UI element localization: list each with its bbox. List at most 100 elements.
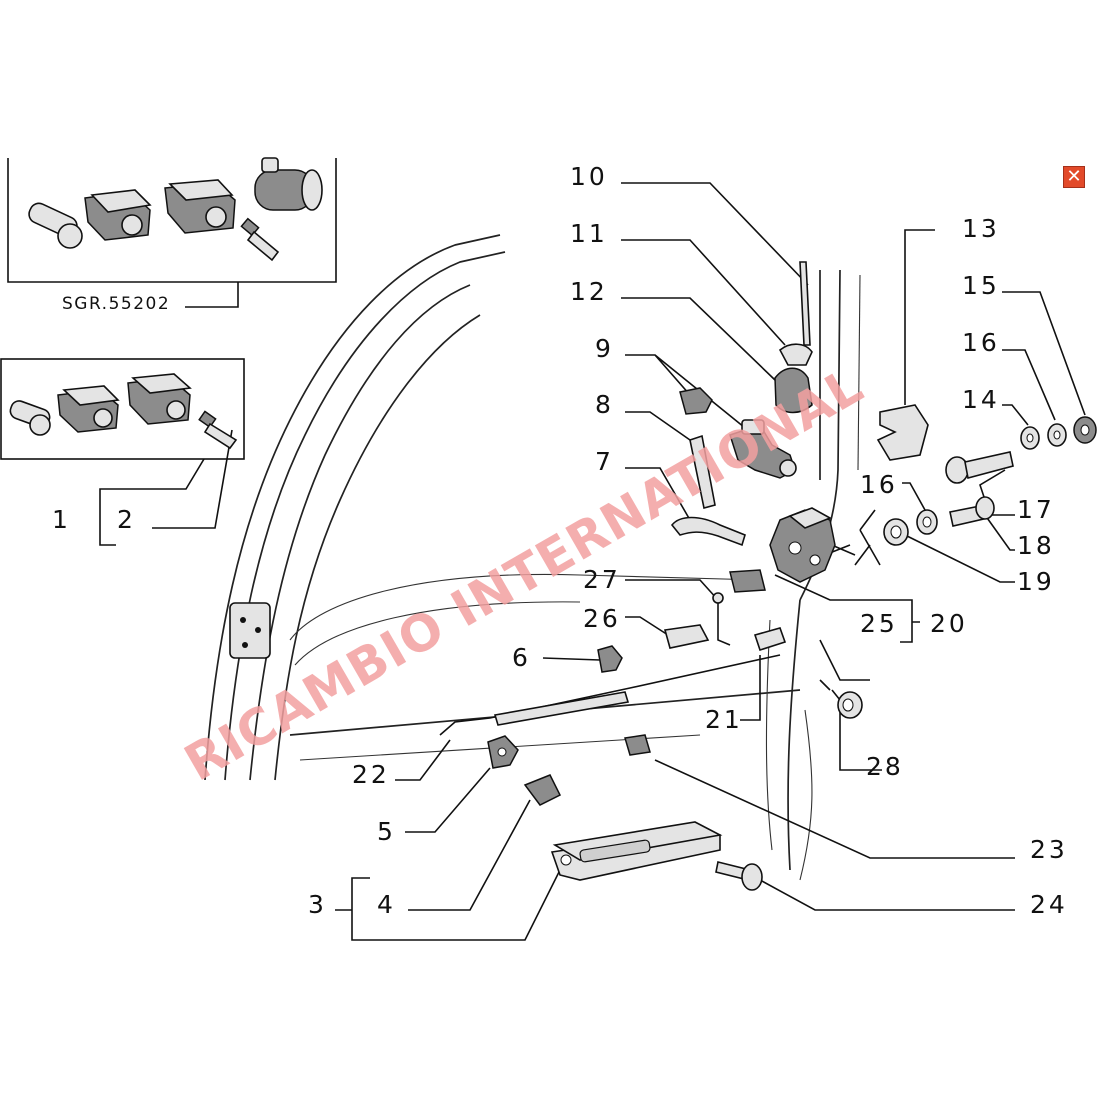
- kit-round-lock: [254, 157, 323, 211]
- part-8-bar: [689, 434, 716, 509]
- bracket-strokes: [854, 509, 881, 566]
- leader-11: [621, 239, 786, 346]
- part-16b-washer: [916, 509, 938, 535]
- leader-28: [831, 689, 882, 771]
- watermark-text: RICAMBIO INTERNATIONAL: [175, 356, 873, 792]
- callout-26: 26: [583, 604, 621, 633]
- kit-lock-body-1: [84, 189, 152, 241]
- leader-4: [408, 799, 531, 911]
- leader-3: [335, 869, 561, 941]
- part-18-bolt: [949, 496, 995, 527]
- callout-1: 1: [52, 505, 71, 534]
- leader-7: [625, 467, 691, 521]
- leader-14: [1002, 404, 1029, 426]
- leader-25-20: [774, 574, 920, 643]
- callout-19: 19: [1017, 567, 1055, 596]
- lockset-body-2: [127, 373, 192, 425]
- callout-12: 12: [570, 277, 608, 306]
- hinge-plate: [229, 602, 271, 659]
- callout-16-lower: 16: [860, 470, 898, 499]
- leader-16b: [902, 482, 926, 511]
- close-button[interactable]: ✕: [1063, 166, 1085, 188]
- part-27-wire: [717, 598, 731, 646]
- callout-6: 6: [512, 643, 531, 672]
- callout-5: 5: [377, 817, 396, 846]
- part-4-spring: [523, 774, 562, 806]
- leader-8: [625, 411, 691, 441]
- leader-23: [654, 759, 1015, 859]
- callout-20: 20: [930, 609, 968, 638]
- part-21-connector: [753, 627, 787, 652]
- part-24-screw: [715, 861, 763, 891]
- leader-13: [904, 229, 935, 405]
- part-25-lock-mechanism: [769, 507, 836, 583]
- callout-8: 8: [595, 390, 614, 419]
- kit-lock-cylinder: [28, 202, 83, 249]
- part-19-washer: [883, 518, 909, 546]
- callout-18: 18: [1017, 531, 1055, 560]
- part-3-handle: [550, 821, 723, 881]
- part-9-lock-cylinder: [679, 387, 797, 479]
- callout-3: 3: [308, 890, 327, 919]
- callout-numbers: 1 2 3 4 5 6 7 8 9 10 11 12 13 14 15 16 1…: [52, 162, 1068, 919]
- callout-22: 22: [352, 760, 390, 789]
- callout-4: 4: [377, 890, 396, 919]
- callout-14: 14: [962, 385, 1000, 414]
- part-14-washer: [1020, 426, 1040, 450]
- lock-kit-box: SGR.55202: [7, 157, 337, 314]
- part-5-clip: [487, 735, 519, 769]
- part-15-nut: [1073, 416, 1097, 444]
- part-17-bolt: [945, 451, 1014, 484]
- callout-2: 2: [117, 505, 136, 534]
- callout-28: 28: [866, 752, 904, 781]
- callout-11: 11: [570, 219, 608, 248]
- kit-key-icon: [240, 217, 280, 262]
- lockset-body-1: [57, 385, 120, 433]
- leader-6: [542, 657, 601, 661]
- part-16-washer: [1047, 423, 1067, 447]
- callout-9: 9: [595, 334, 614, 363]
- kit-lock-body-2: [164, 179, 236, 234]
- leader-19: [904, 534, 1015, 583]
- leader-18: [984, 514, 1015, 551]
- door-body-outline: [204, 234, 861, 881]
- part-12-boot: [774, 367, 813, 414]
- part-22-rod: [439, 654, 781, 736]
- callout-10: 10: [570, 162, 608, 191]
- callout-7: 7: [595, 447, 614, 476]
- leader-10: [621, 182, 809, 286]
- callout-23: 23: [1030, 835, 1068, 864]
- lockset-cylinder: [9, 400, 51, 436]
- callout-27: 27: [583, 565, 621, 594]
- lock-set-box: [0, 358, 245, 546]
- leader-15: [1002, 291, 1086, 416]
- callout-17: 17: [1017, 495, 1055, 524]
- leader-5: [405, 767, 491, 833]
- kit-reference-label: SGR.55202: [62, 294, 170, 314]
- part-23-block: [624, 734, 651, 756]
- leader-16a: [1002, 349, 1056, 421]
- part-7-clip: [670, 516, 746, 547]
- leader-27: [625, 579, 719, 601]
- leader-24: [759, 879, 1015, 911]
- callout-21: 21: [705, 705, 743, 734]
- lockset-key-icon: [198, 410, 238, 450]
- leader-12: [621, 297, 776, 381]
- leader-22: [395, 739, 451, 781]
- part-26-clip: [663, 624, 710, 649]
- callout-15: 15: [962, 271, 1000, 300]
- part-10-rod: [799, 261, 811, 346]
- part-13-retainer: [876, 404, 929, 461]
- part-28-strokes: [819, 639, 870, 691]
- callout-13: 13: [962, 214, 1000, 243]
- callout-25: 25: [860, 609, 898, 638]
- callout-24: 24: [1030, 890, 1068, 919]
- part-11-grommet: [778, 343, 813, 366]
- part-28-button: [837, 691, 863, 719]
- part-6-clip: [597, 645, 623, 673]
- part-25-spring: [729, 569, 766, 593]
- leader-21: [740, 655, 761, 721]
- leader-26: [625, 616, 669, 636]
- callout-16-upper: 16: [962, 328, 1000, 357]
